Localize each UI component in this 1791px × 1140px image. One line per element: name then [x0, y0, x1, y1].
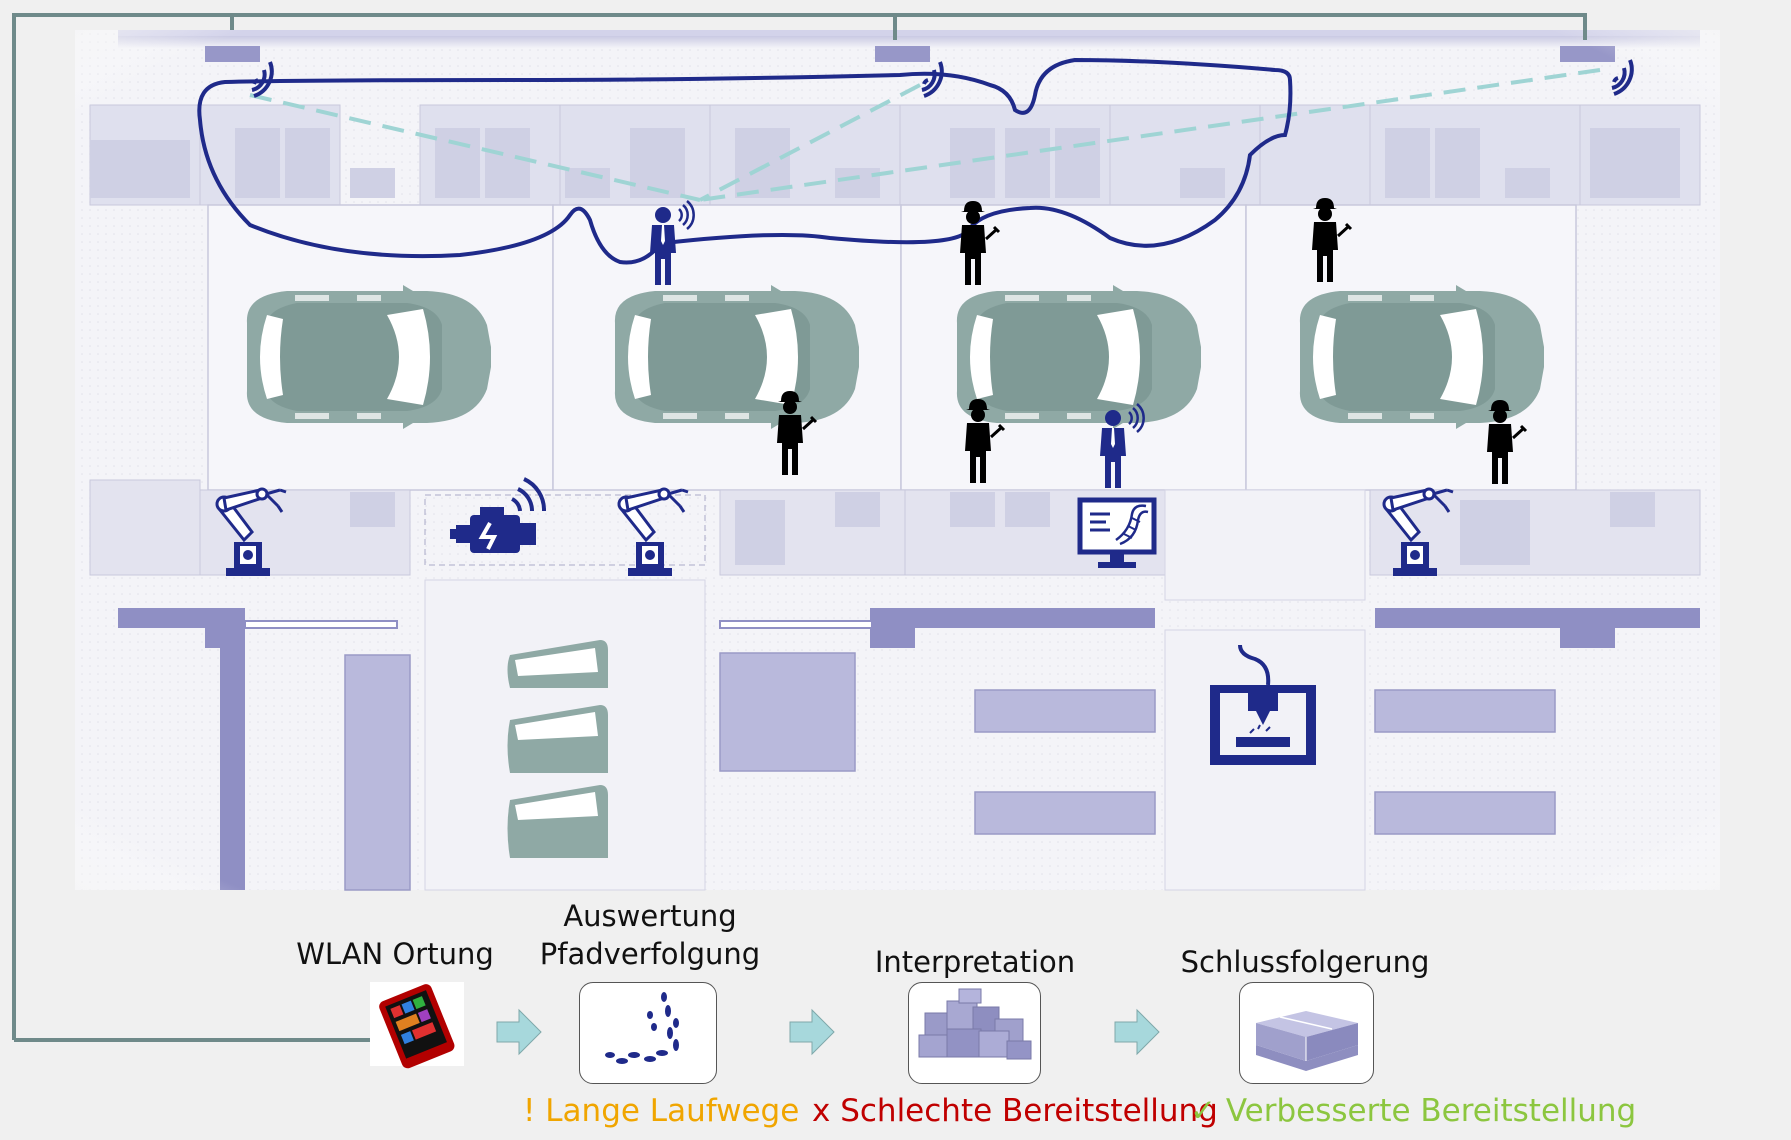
- wifi-access-point-icon: [921, 61, 944, 98]
- step-label-auswertung: Auswertung: [563, 899, 737, 933]
- wifi-access-point-icon: [1611, 59, 1634, 96]
- stacked-boxes-box: [1239, 982, 1374, 1084]
- result-verbesserte-bereitstellung: ✓ Verbesserte Bereitstellung: [1190, 1093, 1637, 1129]
- result-lange-laufwege: ! Lange Laufwege: [523, 1093, 800, 1129]
- 3d-printer-icon: [1210, 644, 1316, 765]
- stacked-boxes-icon: [1256, 1011, 1358, 1071]
- connection-frame: [12, 13, 1587, 1042]
- footprints-icon: [605, 992, 679, 1064]
- car-2: [614, 285, 859, 429]
- step-label-interpretation: Interpretation: [874, 945, 1076, 979]
- engine-icon: [450, 477, 547, 553]
- step-label-wlan-ortung: WLAN Ortung: [296, 937, 494, 971]
- result-schlechte-bereitstellung: x Schlechte Bereitstellung: [812, 1093, 1218, 1129]
- cluttered-boxes-icon: [918, 988, 1032, 1060]
- door-panels: [507, 640, 608, 858]
- wifi-access-point-icon: [251, 61, 274, 98]
- cluttered-boxes-box: [908, 982, 1041, 1084]
- footprints-box: [579, 982, 717, 1084]
- smartphone-icon: [370, 982, 464, 1069]
- car-3: [956, 285, 1201, 429]
- process-arrow-icon: [496, 1009, 542, 1055]
- step-label-schlussfolgerung: Schlussfolgerung: [1180, 945, 1430, 979]
- wlan-signal-lines: [249, 68, 1601, 202]
- tracking-path: [197, 57, 1293, 265]
- step-label-pfadverfolgung: Pfadverfolgung: [539, 937, 761, 971]
- floor-plan: [75, 30, 1720, 891]
- monitor-dna-icon: [1077, 497, 1157, 568]
- process-arrow-icon: [789, 1009, 835, 1055]
- car-1: [246, 285, 491, 429]
- process-arrow-icon: [1114, 1009, 1160, 1055]
